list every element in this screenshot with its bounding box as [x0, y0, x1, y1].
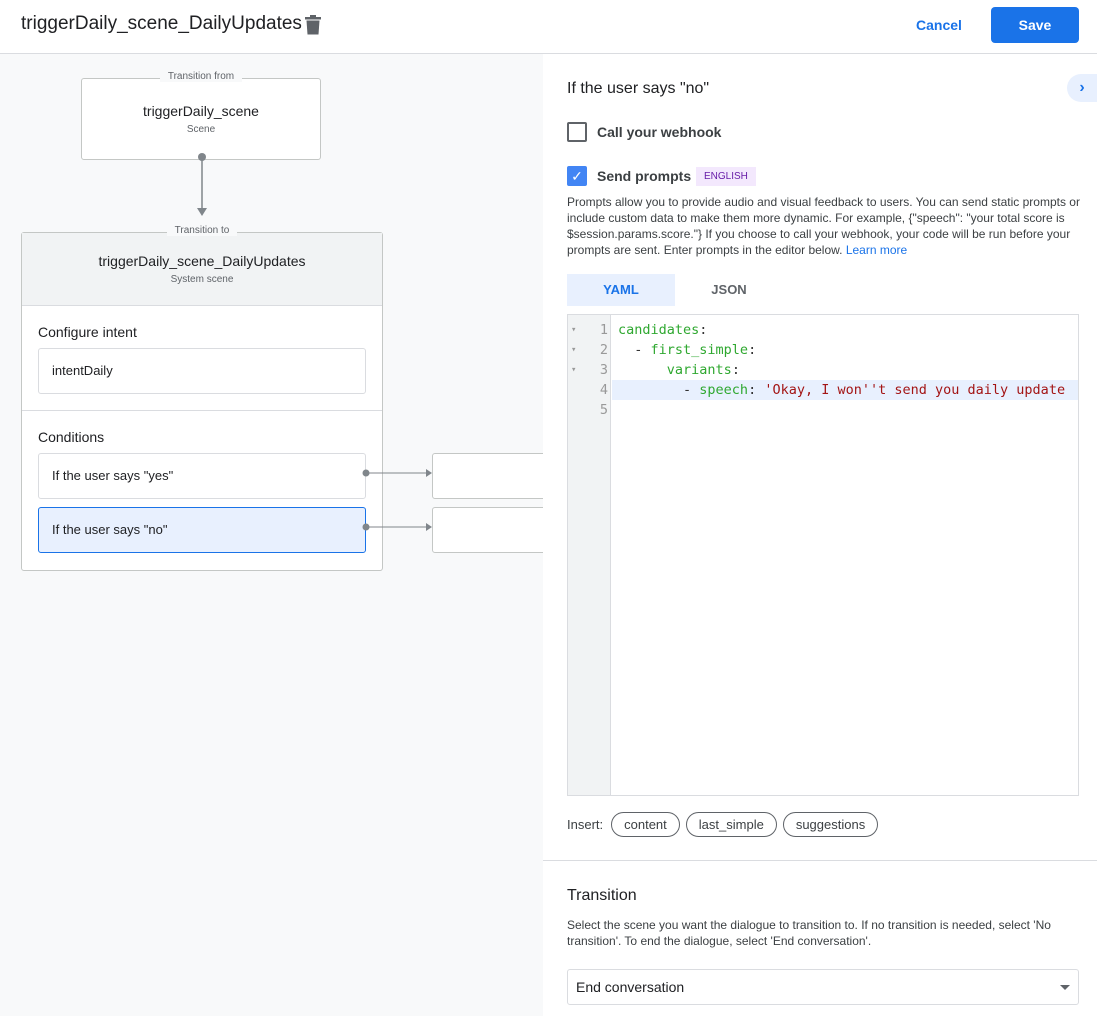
code-indent	[618, 342, 634, 358]
conditions-heading: Conditions	[38, 429, 105, 445]
chevron-right-icon[interactable]: ›	[1067, 74, 1097, 102]
send-prompts-checkbox[interactable]: ✓	[567, 166, 587, 186]
from-scene-type: Scene	[186, 124, 216, 135]
transition-heading: Transition	[567, 887, 637, 904]
code-key: candidates	[618, 322, 700, 338]
insert-chip-last-simple[interactable]: last_simple	[685, 812, 777, 837]
line-number: ▾3	[571, 362, 608, 378]
insert-chip-content[interactable]: content	[611, 812, 680, 837]
code-dash: -	[683, 382, 700, 398]
header: triggerDaily_scene_DailyUpdates Cancel S…	[0, 0, 1097, 54]
code-indent	[618, 362, 667, 378]
code-colon: :	[731, 362, 740, 378]
prompts-description: Prompts allow you to provide audio and v…	[567, 195, 1080, 257]
line-number: 4	[599, 382, 608, 398]
connector-arrow	[197, 153, 207, 216]
from-scene-name: triggerDaily_scene	[143, 103, 259, 119]
code-indent	[618, 382, 683, 398]
code-key: speech	[699, 382, 749, 398]
line-number: ▾2	[571, 342, 608, 358]
to-scene-type: System scene	[170, 274, 234, 285]
transition-selected-value: End conversation	[576, 979, 685, 995]
code-line: variants:	[618, 360, 1065, 380]
send-prompts-label: Send prompts	[597, 168, 692, 184]
panel-heading: If the user says "no"	[567, 80, 710, 97]
transition-to-node: Transition to triggerDaily_scene_DailyUp…	[21, 225, 383, 571]
insert-chip-suggestions[interactable]: suggestions	[782, 812, 879, 837]
tab-yaml[interactable]: YAML	[567, 274, 675, 306]
condition-yes[interactable]: If the user says "yes"	[38, 453, 366, 499]
code-colon: :	[748, 342, 757, 358]
condition-panel: › If the user says "no" Call your webhoo…	[543, 54, 1097, 1016]
code-colon: :	[699, 322, 708, 338]
to-scene-name: triggerDaily_scene_DailyUpdates	[98, 253, 306, 269]
condition-connectors	[362, 469, 432, 531]
code-line: candidates:	[618, 320, 1065, 340]
scene-canvas: Transition from triggerDaily_scene Scene…	[0, 54, 543, 1016]
line-number: 5	[599, 402, 608, 418]
page-title: triggerDaily_scene_DailyUpdates	[21, 13, 302, 34]
transition-from-node[interactable]: Transition from triggerDaily_scene Scene	[81, 71, 321, 160]
code-line: - speech: 'Okay, I won''t send you daily…	[618, 380, 1065, 400]
target-node-yes[interactable]	[432, 453, 543, 499]
code-dash: -	[634, 342, 651, 358]
insert-label: Insert:	[567, 817, 604, 832]
code-value: 'Okay, I won''t send you daily update	[764, 382, 1066, 398]
transition-from-label: Transition from	[159, 71, 243, 82]
code-key: first_simple	[650, 342, 749, 358]
learn-more-link[interactable]: Learn more	[845, 243, 908, 257]
transition-description: Select the scene you want the dialogue t…	[567, 918, 1051, 948]
code-editor[interactable]: ▾1 ▾2 ▾3 4 5 candidates: - first_simple: var…	[567, 314, 1079, 796]
code-key: variants	[666, 362, 732, 378]
code-colon: :	[748, 382, 765, 398]
tab-json[interactable]: JSON	[711, 282, 747, 297]
fold-icon[interactable]: ▾	[571, 325, 577, 335]
code-line: - first_simple:	[618, 340, 1065, 360]
save-button[interactable]: Save	[991, 7, 1079, 43]
target-node-no[interactable]	[432, 507, 543, 553]
trash-icon[interactable]	[305, 15, 321, 35]
dropdown-arrow-icon	[1060, 985, 1070, 995]
transition-select[interactable]: End conversation	[567, 969, 1079, 1005]
language-badge: ENGLISH	[696, 167, 756, 186]
webhook-checkbox[interactable]	[567, 122, 587, 142]
configure-intent-heading: Configure intent	[38, 324, 137, 340]
line-number: ▾1	[571, 322, 608, 338]
fold-icon[interactable]: ▾	[571, 345, 577, 355]
condition-no[interactable]: If the user says "no"	[38, 507, 366, 553]
transition-to-label: Transition to	[166, 225, 238, 236]
cancel-button[interactable]: Cancel	[916, 17, 962, 33]
intent-field[interactable]: intentDaily	[38, 348, 366, 394]
webhook-label: Call your webhook	[597, 124, 722, 140]
fold-icon[interactable]: ▾	[571, 365, 577, 375]
